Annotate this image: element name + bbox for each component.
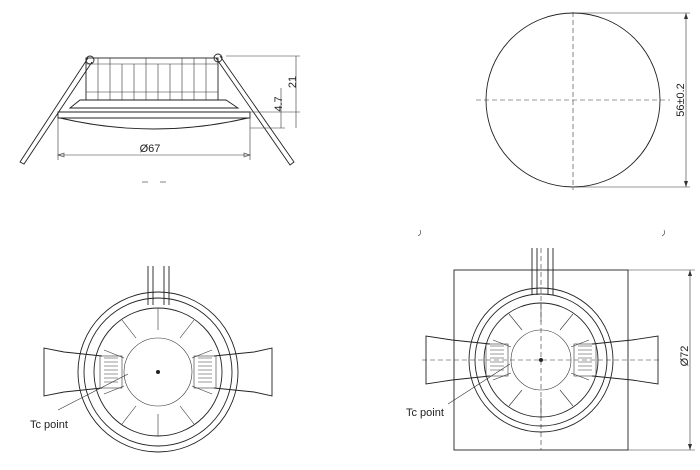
- flange-rim: [57, 111, 251, 119]
- right-spring-arm: [213, 347, 273, 397]
- diameter-56-label: 56±0.2: [675, 83, 687, 117]
- top-view-right: [417, 229, 695, 451]
- left-spring-clip: [19, 57, 93, 165]
- right-spring-clip: [215, 55, 295, 166]
- height-21-label: 21: [287, 76, 299, 88]
- height-4-7-label: 4.7: [273, 96, 285, 111]
- left-spring-arm: [43, 347, 103, 397]
- tc-point-right-label: Tc point: [406, 407, 444, 419]
- cutout-view: [476, 12, 690, 190]
- lens-curve: [59, 117, 249, 130]
- side-view: [19, 53, 300, 183]
- flange-top: [68, 99, 240, 109]
- diameter-72-label: Ø72: [679, 346, 691, 367]
- diameter-67-label: Ø67: [140, 143, 161, 155]
- top-view-left: [43, 266, 273, 453]
- tc-point-left-label: Tc point: [30, 419, 68, 431]
